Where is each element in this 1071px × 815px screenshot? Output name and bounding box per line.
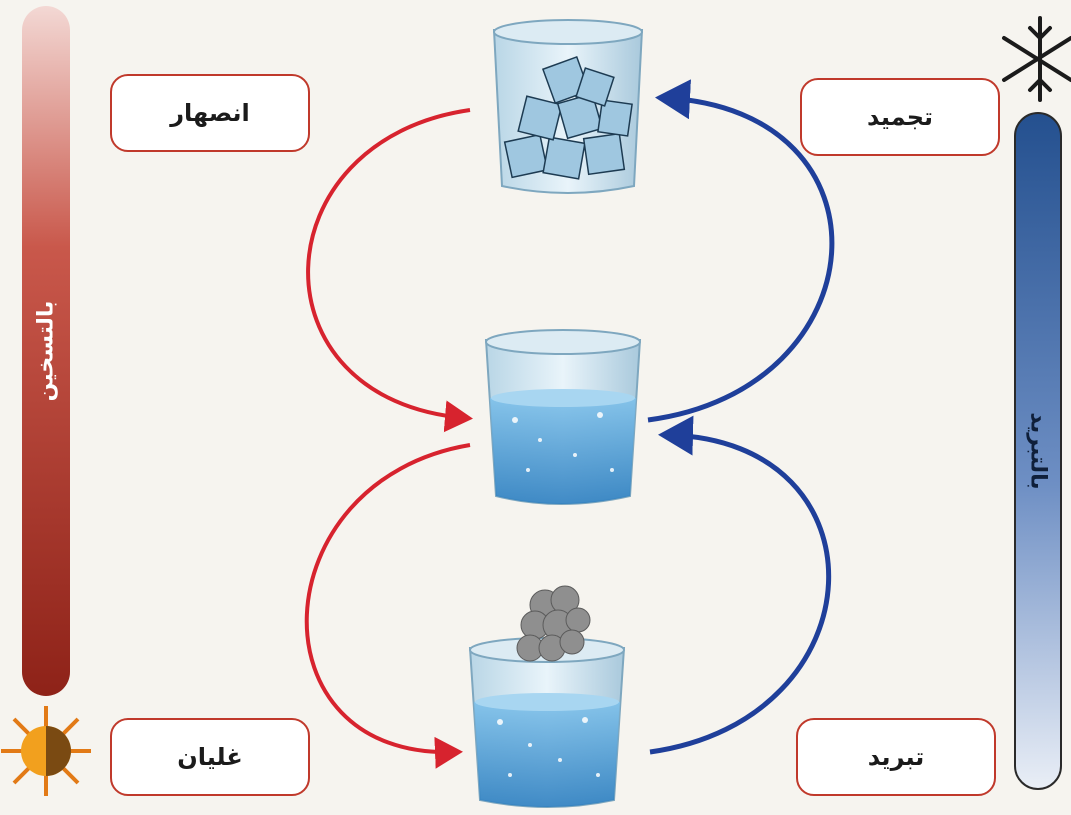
snowflake-icon — [1002, 16, 1071, 102]
cooling-bar: بالتبريد — [1014, 112, 1062, 790]
beaker-boiling — [468, 585, 626, 808]
cooling-bar-label: بالتبريد — [1025, 412, 1051, 490]
heating-bar-label: بالتسخين — [33, 300, 59, 402]
steam-cloud — [516, 585, 591, 662]
label-boiling: غليان — [110, 718, 310, 796]
label-melting: انصهار — [110, 74, 310, 152]
sun-icon — [1, 706, 91, 796]
cooling-arrow — [649, 415, 831, 755]
label-cooling: تبريد — [796, 718, 996, 796]
beaker-water — [484, 329, 642, 505]
freezing-arrow — [647, 79, 835, 423]
boiling-arrow — [304, 443, 471, 769]
ice-cubes — [503, 55, 633, 180]
heating-bar: بالتسخين — [22, 6, 70, 696]
melting-arrow — [306, 108, 473, 433]
label-freezing: تجميد — [800, 78, 1000, 156]
beaker-ice — [492, 19, 644, 194]
